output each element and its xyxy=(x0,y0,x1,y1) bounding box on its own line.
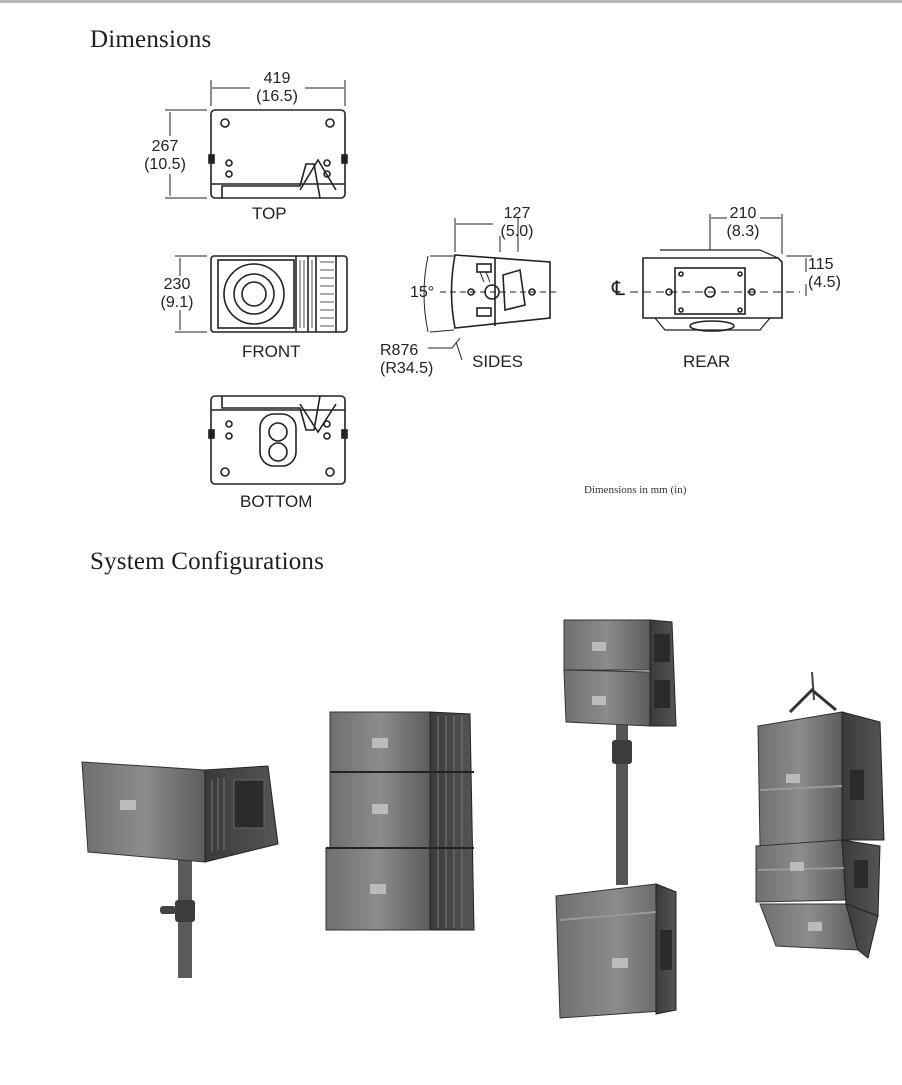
front-view-drawing xyxy=(210,255,348,333)
view-label-rear: REAR xyxy=(683,352,731,371)
view-label-front: FRONT xyxy=(242,342,301,361)
view-label-bottom: BOTTOM xyxy=(240,492,313,511)
radius-dimension: R876 (R34.5) xyxy=(380,342,440,378)
depth-mm: 267 xyxy=(151,138,179,155)
radius-mm: R876 xyxy=(380,342,419,359)
rear-view-drawing xyxy=(642,249,783,332)
height-in: (9.1) xyxy=(160,294,194,311)
dimensions-title: Dimensions xyxy=(90,26,212,53)
centerline-symbol: ℄ xyxy=(612,278,625,300)
rear-height-dimension: 115 (4.5) xyxy=(808,256,854,292)
height-mm: 230 xyxy=(163,276,191,293)
view-label-sides: SIDES xyxy=(472,352,524,371)
top-view-drawing xyxy=(208,109,348,199)
config-single-on-pole xyxy=(81,761,279,978)
rear-height-in: (4.5) xyxy=(808,274,841,291)
radius-in: (R34.5) xyxy=(380,360,434,377)
width-dimension: 419 (16.5) xyxy=(252,70,302,106)
side-mm: 127 xyxy=(503,205,531,222)
rear-width-mm: 210 xyxy=(729,205,757,222)
side-in: (5.0) xyxy=(500,223,534,240)
bottom-view-drawing xyxy=(208,395,348,485)
side-dimension: 127 (5.0) xyxy=(492,205,542,241)
angle-label: 15° xyxy=(410,284,435,301)
config-three-box-stack xyxy=(325,711,475,931)
view-label-top: TOP xyxy=(252,204,287,223)
config-pole-over-subwoofer xyxy=(555,619,677,1019)
top-rule xyxy=(0,0,902,3)
depth-in: (10.5) xyxy=(144,156,186,173)
rear-height-mm: 115 xyxy=(808,256,834,273)
config-flown-array xyxy=(755,671,885,959)
units-note: Dimensions in mm (in) xyxy=(584,484,687,496)
rear-width-dimension: 210 (8.3) xyxy=(718,205,768,241)
rear-width-in: (8.3) xyxy=(726,223,760,240)
width-in: (16.5) xyxy=(256,88,298,105)
width-mm: 419 xyxy=(263,70,291,87)
configurations-title: System Configurations xyxy=(90,548,325,575)
height-dimension: 230 (9.1) xyxy=(152,276,202,312)
depth-dimension: 267 (10.5) xyxy=(140,138,190,174)
